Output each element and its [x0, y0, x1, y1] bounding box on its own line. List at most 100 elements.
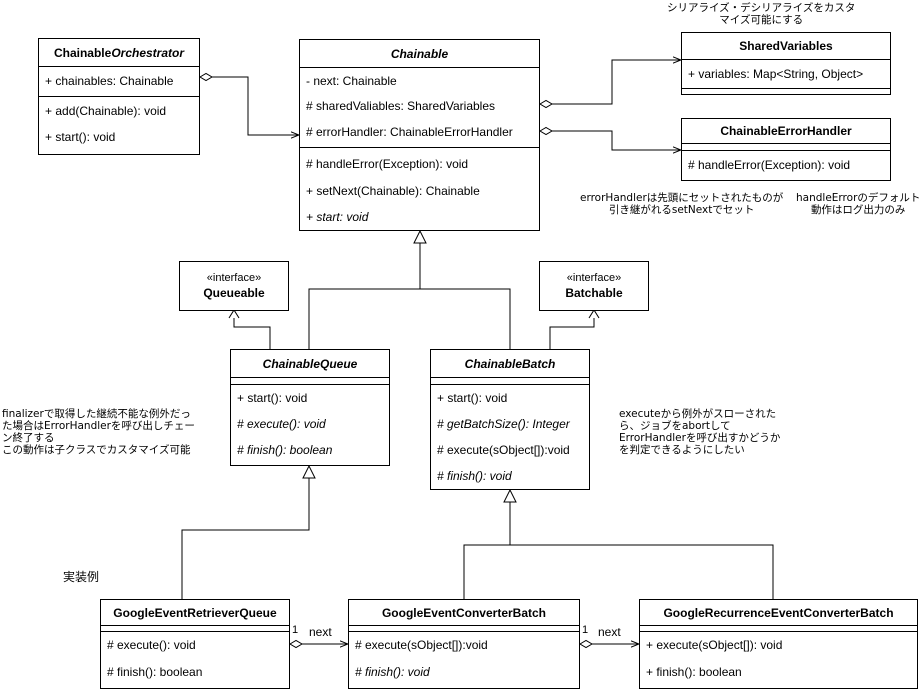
method: # finish(): void: [355, 665, 430, 679]
attributes-section: [231, 378, 389, 385]
class-title: «interface» Batchable: [540, 262, 648, 310]
class-title: SharedVariables: [682, 33, 890, 60]
edge-recurrence-batch: [510, 544, 774, 599]
attribute: + chainables: Chainable: [45, 74, 174, 88]
class-title: GoogleRecurrenceEventConverterBatch: [640, 600, 917, 626]
label-examples: 実装例: [63, 570, 100, 584]
method: # execute(sObject[]):void: [355, 638, 488, 652]
aggregation-diamond: [539, 126, 553, 136]
class-title: Chainable: [300, 40, 539, 68]
class-chainable: Chainable - next: Chainable # sharedVali…: [299, 39, 540, 231]
interface-queueable: «interface» Queueable: [179, 261, 289, 311]
class-name: Batchable: [565, 286, 623, 300]
method: # finish(): boolean: [107, 665, 203, 679]
edge-queue-queueable: [233, 316, 271, 349]
attributes-section: + chainables: Chainable: [39, 67, 199, 97]
edge-queue-chainable: [308, 243, 421, 349]
method: + start(): void: [45, 130, 116, 144]
attributes-section: [431, 378, 589, 385]
edge-batch-chainable: [420, 288, 511, 349]
methods-section: + start(): void # execute(): void # fini…: [231, 385, 389, 465]
note-finalizer: finalizerで取得した継続不能な例外だっ た場合はErrorHandler…: [2, 408, 195, 456]
interface-batchable: «interface» Batchable: [539, 261, 649, 311]
attributes-section: [640, 626, 917, 632]
method: + execute(sObject[]): void: [646, 638, 783, 652]
method: + add(Chainable): void: [45, 104, 167, 118]
attributes-section: [349, 626, 579, 632]
aggregation-diamond: [539, 99, 553, 109]
method: # handleError(Exception): void: [306, 157, 469, 171]
class-google-event-retriever-queue: GoogleEventRetrieverQueue # execute(): v…: [100, 599, 290, 689]
multiplicity-label: 1: [292, 624, 299, 636]
methods-section: + add(Chainable): void + start(): void: [39, 97, 199, 154]
method: # finish(): void: [437, 469, 512, 483]
attribute: # errorHandler: ChainableErrorHandler: [306, 125, 513, 139]
class-google-event-converter-batch: GoogleEventConverterBatch # execute(sObj…: [348, 599, 580, 689]
method: # handleError(Exception): void: [688, 158, 851, 172]
edge-retriever-queue: [181, 478, 310, 599]
class-chainable-batch: ChainableBatch + start(): void # getBatc…: [430, 349, 590, 490]
methods-section: # handleError(Exception): void: [682, 151, 890, 180]
aggregation-diamond: [289, 639, 303, 649]
class-title: GoogleEventRetrieverQueue: [101, 600, 289, 626]
multiplicity-label: 1: [582, 624, 589, 636]
method: # finish(): boolean: [237, 443, 333, 457]
class-title: GoogleEventConverterBatch: [349, 600, 579, 626]
stereotype: «interface»: [206, 272, 262, 284]
method: + start: void: [306, 210, 369, 224]
note-error-handler-inherit: errorHandlerは先頭にセットされたものが 引き継がれるsetNextで…: [580, 192, 784, 216]
class-name-italic: Orchestrator: [111, 45, 185, 60]
realization-arrow: [228, 309, 240, 319]
edge-chainable-errorhandler: [552, 130, 681, 150]
edge-chainable-shared: [552, 60, 681, 105]
role-label-next: next: [309, 625, 332, 639]
method: + start(): void: [237, 391, 308, 405]
method: + start(): void: [437, 391, 508, 405]
generalization-triangle: [413, 229, 427, 244]
aggregation-diamond: [579, 639, 593, 649]
method: # execute(): void: [237, 417, 326, 431]
method: + setNext(Chainable): Chainable: [306, 184, 480, 198]
edge-converter-batch: [463, 502, 511, 599]
note-execute-exception: executeから例外がスローされた ら、ジョブをabortして ErrorHa…: [619, 408, 781, 456]
class-name: Queueable: [203, 286, 265, 300]
method: # getBatchSize(): Integer: [437, 417, 570, 431]
class-shared-variables: SharedVariables + variables: Map<String,…: [681, 32, 891, 95]
class-chainable-error-handler: ChainableErrorHandler # handleError(Exce…: [681, 118, 891, 181]
methods-section: # handleError(Exception): void + setNext…: [300, 148, 539, 230]
attributes-section: [101, 626, 289, 632]
attribute: + variables: Map<String, Object>: [688, 67, 864, 81]
class-chainable-queue: ChainableQueue + start(): void # execute…: [230, 349, 390, 466]
methods-section: + start(): void # getBatchSize(): Intege…: [431, 385, 589, 489]
generalization-triangle: [302, 464, 316, 479]
methods-section: + execute(sObject[]): void + finish(): b…: [640, 632, 917, 688]
class-name: Chainable: [53, 45, 112, 60]
method: + finish(): boolean: [646, 665, 742, 679]
class-google-recurrence-event-converter-batch: GoogleRecurrenceEventConverterBatch + ex…: [639, 599, 918, 689]
edge-batch-batchable: [549, 316, 595, 349]
stereotype: «interface»: [566, 272, 622, 284]
realization-arrow: [588, 309, 600, 319]
attributes-section: - next: Chainable # sharedValiables: Sha…: [300, 68, 539, 148]
method: # execute(sObject[]):void: [437, 443, 570, 457]
class-title: ChainableErrorHandler: [682, 119, 890, 144]
class-title: «interface» Queueable: [180, 262, 288, 310]
attributes-section: + variables: Map<String, Object>: [682, 60, 890, 89]
role-label-next: next: [598, 625, 621, 639]
generalization-triangle: [503, 488, 517, 503]
class-title: ChainableQueue: [231, 350, 389, 378]
note-serialize: シリアライズ・デシリアライズをカスタ マイズ可能にする: [667, 2, 856, 26]
methods-section: # execute(sObject[]):void # finish(): vo…: [349, 632, 579, 688]
methods-section: [682, 89, 890, 94]
attribute: # sharedValiables: SharedVariables: [306, 99, 496, 113]
attributes-section: [682, 144, 890, 151]
note-handle-error-default: handleErrorのデフォルト 動作はログ出力のみ: [796, 192, 921, 216]
aggregation-diamond: [199, 72, 213, 82]
class-title: ChainableBatch: [431, 350, 589, 378]
method: # execute(): void: [107, 638, 196, 652]
methods-section: # execute(): void # finish(): boolean: [101, 632, 289, 688]
edge-orchestrator-chainable: [212, 76, 299, 135]
